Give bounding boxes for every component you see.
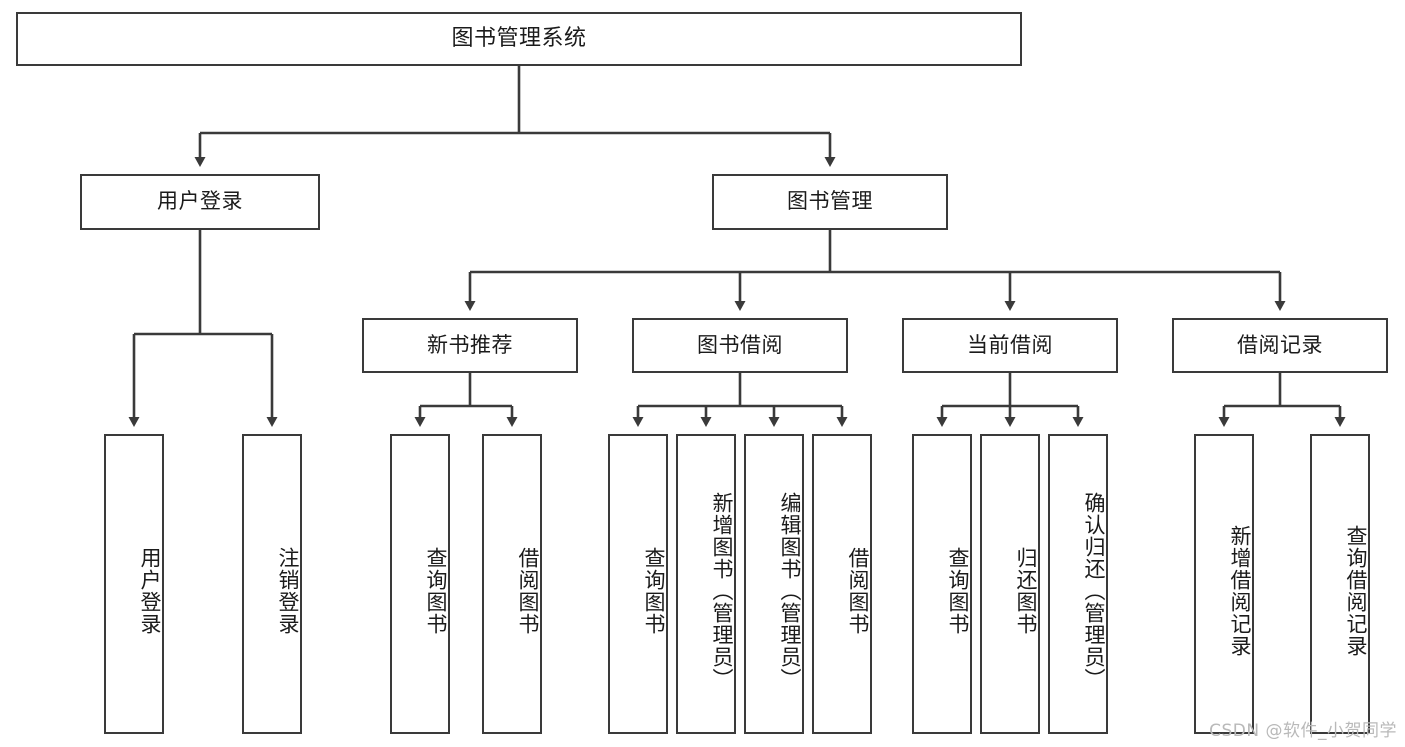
leaf-logout[interactable]: 注销登录 xyxy=(242,434,302,734)
leaf-user-login-label: 用户登录 xyxy=(138,547,162,635)
leaf-borrow-book-2-label: 借阅图书 xyxy=(846,547,870,635)
leaf-query-book-3[interactable]: 查询图书 xyxy=(912,434,972,734)
node-book-borrow[interactable]: 图书借阅 xyxy=(632,318,848,373)
node-new-book-recommend-label: 新书推荐 xyxy=(427,332,513,357)
node-current-borrow[interactable]: 当前借阅 xyxy=(902,318,1118,373)
leaf-add-record-label: 新增借阅记录 xyxy=(1228,525,1252,657)
leaf-return-book-label: 归还图书 xyxy=(1014,547,1038,635)
node-current-borrow-label: 当前借阅 xyxy=(967,332,1053,357)
leaf-query-book-2-label: 查询图书 xyxy=(642,547,666,635)
leaf-query-book-1[interactable]: 查询图书 xyxy=(390,434,450,734)
node-borrow-record-label: 借阅记录 xyxy=(1237,332,1323,357)
leaf-confirm-return-label: 确认归还（管理员） xyxy=(1082,492,1106,690)
watermark-text: CSDN @软件_小贺同学 xyxy=(1209,721,1397,741)
node-book-management[interactable]: 图书管理 xyxy=(712,174,948,230)
leaf-return-book[interactable]: 归还图书 xyxy=(980,434,1040,734)
node-new-book-recommend[interactable]: 新书推荐 xyxy=(362,318,578,373)
leaf-borrow-book-1[interactable]: 借阅图书 xyxy=(482,434,542,734)
node-user-login[interactable]: 用户登录 xyxy=(80,174,320,230)
leaf-edit-book[interactable]: 编辑图书（管理员） xyxy=(744,434,804,734)
leaf-add-book[interactable]: 新增图书（管理员） xyxy=(676,434,736,734)
node-book-management-label: 图书管理 xyxy=(787,189,873,214)
node-root[interactable]: 图书管理系统 xyxy=(16,12,1022,66)
leaf-query-record[interactable]: 查询借阅记录 xyxy=(1310,434,1370,734)
leaf-query-book-1-label: 查询图书 xyxy=(424,547,448,635)
leaf-borrow-book-2[interactable]: 借阅图书 xyxy=(812,434,872,734)
leaf-query-book-3-label: 查询图书 xyxy=(946,547,970,635)
leaf-edit-book-label: 编辑图书（管理员） xyxy=(778,492,802,690)
leaf-user-login[interactable]: 用户登录 xyxy=(104,434,164,734)
leaf-query-book-2[interactable]: 查询图书 xyxy=(608,434,668,734)
leaf-add-record[interactable]: 新增借阅记录 xyxy=(1194,434,1254,734)
leaf-confirm-return[interactable]: 确认归还（管理员） xyxy=(1048,434,1108,734)
node-user-login-label: 用户登录 xyxy=(157,189,243,214)
node-borrow-record[interactable]: 借阅记录 xyxy=(1172,318,1388,373)
leaf-query-record-label: 查询借阅记录 xyxy=(1344,525,1368,657)
node-book-borrow-label: 图书借阅 xyxy=(697,332,783,357)
leaf-logout-label: 注销登录 xyxy=(276,547,300,635)
node-root-label: 图书管理系统 xyxy=(451,25,587,51)
leaf-borrow-book-1-label: 借阅图书 xyxy=(516,547,540,635)
leaf-add-book-label: 新增图书（管理员） xyxy=(710,492,734,690)
